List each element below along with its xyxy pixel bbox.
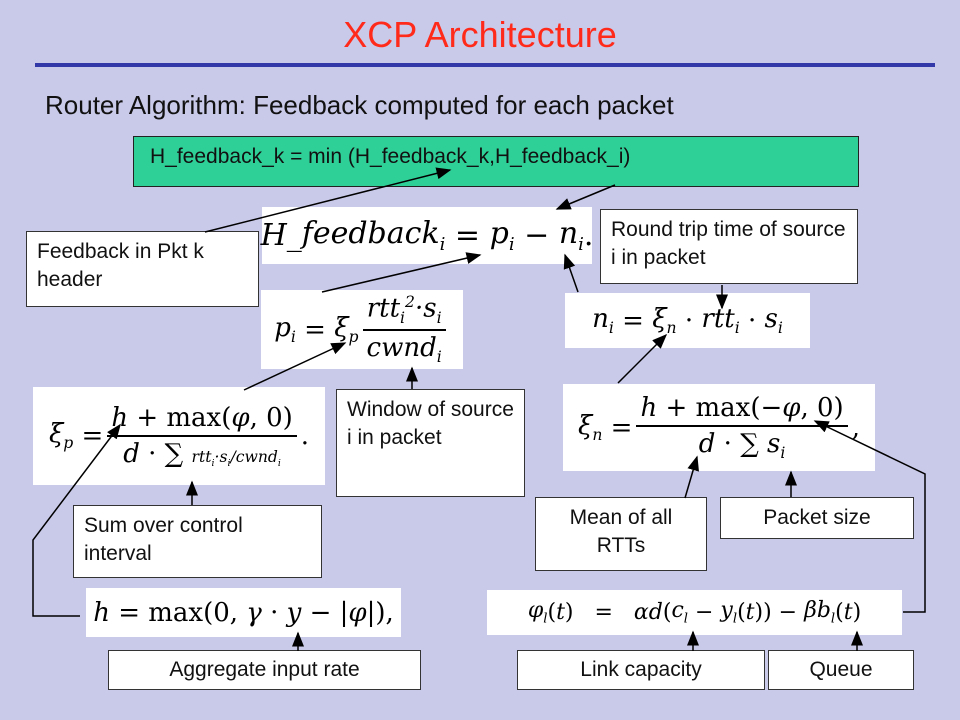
sum-over-interval-label: Sum over control interval bbox=[73, 505, 322, 578]
slide-subtitle: Router Algorithm: Feedback computed for … bbox=[45, 90, 674, 120]
negative-feedback-equation: ni = ξn · rtti · si bbox=[565, 293, 810, 348]
window-of-source-label: Window of source i in packet bbox=[336, 389, 525, 497]
mean-of-rtts-label: Mean of all RTTs bbox=[535, 497, 707, 571]
feedback-equation: H_feedbacki = pi − ni. bbox=[261, 207, 593, 264]
feedback-in-pkt-label: Feedback in Pkt k header bbox=[26, 231, 259, 307]
slide-title: XCP Architecture bbox=[343, 14, 617, 55]
link-capacity-label: Link capacity bbox=[517, 650, 765, 690]
queue-label: Queue bbox=[768, 650, 914, 690]
round-trip-time-label: Round trip time of source i in packet bbox=[600, 209, 858, 284]
top-formula-box: H_feedback_k = min (H_feedback_k,H_feedb… bbox=[133, 136, 859, 187]
phi-equation: φl(t) = αd(cl − yl(t)) − βbl(t) bbox=[487, 590, 902, 635]
aggregate-input-rate-label: Aggregate input rate bbox=[108, 650, 421, 690]
aggregate-h-equation: h = max(0, γ · y − |φ|), bbox=[86, 588, 401, 637]
packet-size-label: Packet size bbox=[720, 497, 914, 539]
title-divider bbox=[35, 63, 935, 67]
